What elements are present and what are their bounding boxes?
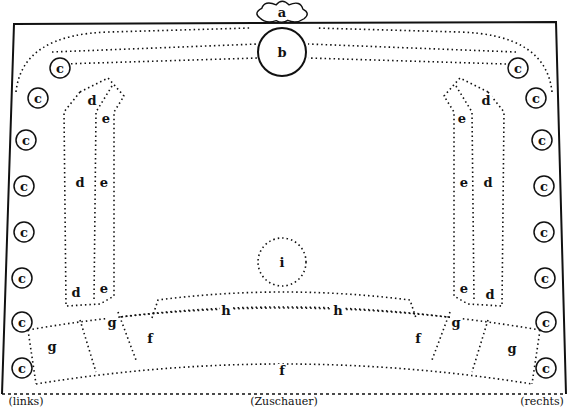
- circle-shape: [16, 130, 36, 150]
- circle-shape: [12, 358, 32, 378]
- node-letter: c: [541, 272, 549, 285]
- node-letter: c: [542, 316, 550, 329]
- area-letter: e: [459, 282, 469, 295]
- node-letter: c: [20, 226, 28, 239]
- node-letter: c: [540, 180, 548, 193]
- circle-shape: [535, 268, 555, 288]
- circle-node: c: [11, 357, 33, 379]
- sight-line: [316, 28, 552, 92]
- circle-node: c: [15, 129, 37, 151]
- node-letter: c: [532, 92, 540, 105]
- area-letter: e: [457, 112, 467, 125]
- circle-shape: [508, 58, 528, 78]
- node-letter: c: [18, 272, 26, 285]
- circle-shape: [12, 268, 32, 288]
- area-letter: d: [482, 176, 493, 189]
- node-letter: c: [56, 62, 64, 75]
- circle-node: c: [27, 87, 49, 109]
- area-letter: f: [414, 332, 422, 345]
- node-letter: c: [542, 362, 550, 375]
- cloud-shape: [257, 1, 307, 22]
- area-letter: d: [480, 94, 491, 107]
- area-letter: d: [86, 94, 97, 107]
- area-letter: h: [332, 304, 343, 317]
- stage-area: [152, 292, 416, 318]
- area-letter: g: [450, 316, 461, 329]
- area-letter: d: [70, 286, 81, 299]
- side-label: (rechts): [519, 396, 565, 407]
- area-letter: f: [146, 332, 154, 345]
- node-letter: c: [22, 134, 30, 147]
- area-letter: d: [484, 288, 495, 301]
- area-letter: e: [459, 176, 469, 189]
- circle-node: c: [13, 175, 35, 197]
- wing-divider: [456, 86, 474, 300]
- circle-shape: [28, 88, 48, 108]
- circle-shape: [534, 176, 554, 196]
- node-letter: c: [538, 134, 546, 147]
- circle-shape: [50, 58, 70, 78]
- area-letter: d: [74, 176, 85, 189]
- sight-line: [52, 44, 258, 64]
- area-letter: f: [278, 364, 286, 377]
- circle-node: c: [11, 311, 33, 333]
- stage-area: [112, 307, 456, 318]
- circle-node: c: [533, 175, 555, 197]
- circle-shape: [258, 238, 306, 286]
- circle-shape: [532, 130, 552, 150]
- circle-shape: [536, 312, 556, 332]
- circle-node: c: [507, 57, 529, 79]
- circle-shape: [14, 176, 34, 196]
- circle-node: c: [533, 221, 555, 243]
- circle-shape: [14, 222, 34, 242]
- node-letter: c: [514, 62, 522, 75]
- node-letter: c: [540, 226, 548, 239]
- wing-area: [64, 78, 124, 306]
- area-letter: e: [99, 176, 109, 189]
- circle-node: c: [535, 311, 557, 333]
- cloud-node: a: [253, 0, 311, 24]
- node-letter: c: [18, 362, 26, 375]
- area-letter: g: [106, 316, 117, 329]
- node-letter: c: [20, 180, 28, 193]
- circle-node: c: [535, 357, 557, 379]
- side-label: (links): [7, 396, 44, 407]
- circle-node: c: [525, 87, 547, 109]
- circle-shape: [12, 312, 32, 332]
- wing-divider: [94, 86, 112, 300]
- area-letter: h: [220, 304, 231, 317]
- area-letter: g: [46, 340, 57, 353]
- node-letter: c: [34, 92, 42, 105]
- circle-node: c: [531, 129, 553, 151]
- sight-line: [308, 44, 516, 64]
- wing-area: [444, 78, 504, 306]
- circle-node: c: [49, 57, 71, 79]
- circle-node: c: [13, 221, 35, 243]
- area-letter: e: [99, 282, 109, 295]
- stage-outline: [2, 22, 566, 394]
- node-letter: i: [280, 256, 285, 269]
- side-label: (Zuschauer): [249, 396, 319, 407]
- sight-line: [16, 28, 250, 92]
- circle-shape: [258, 28, 306, 76]
- area-letter: e: [101, 112, 111, 125]
- node-letter: b: [277, 46, 286, 59]
- circle-node: i: [257, 237, 307, 287]
- node-letter: a: [278, 6, 286, 19]
- circle-node: c: [534, 267, 556, 289]
- circle-shape: [536, 358, 556, 378]
- circle-shape: [526, 88, 546, 108]
- area-letter: g: [506, 342, 517, 355]
- stage-area: [28, 308, 540, 384]
- node-letter: c: [18, 316, 26, 329]
- circle-node: b: [257, 27, 307, 77]
- circle-node: c: [11, 267, 33, 289]
- circle-shape: [534, 222, 554, 242]
